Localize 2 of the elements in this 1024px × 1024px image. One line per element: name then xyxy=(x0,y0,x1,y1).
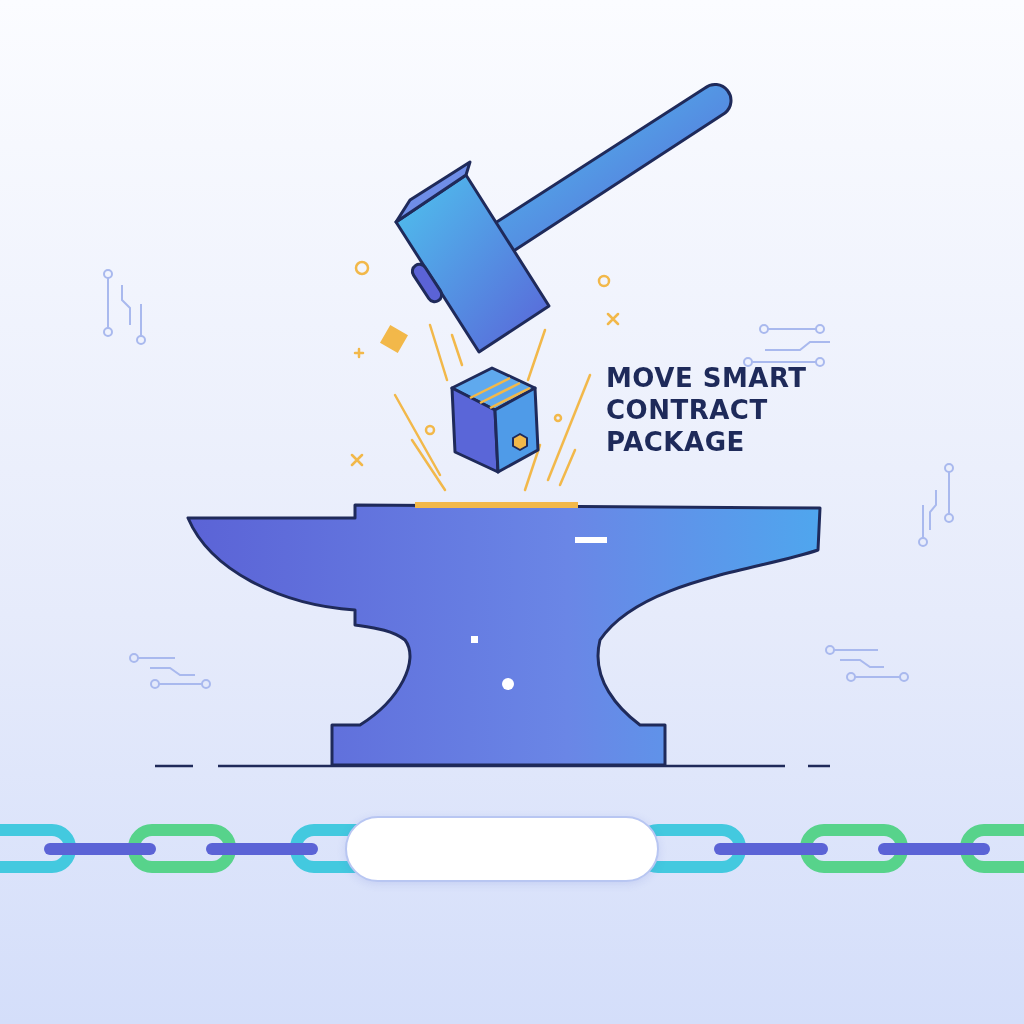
pill-badge xyxy=(345,816,659,882)
heading-text: MOVE SMART CONTRACT PACKAGE xyxy=(606,362,808,458)
